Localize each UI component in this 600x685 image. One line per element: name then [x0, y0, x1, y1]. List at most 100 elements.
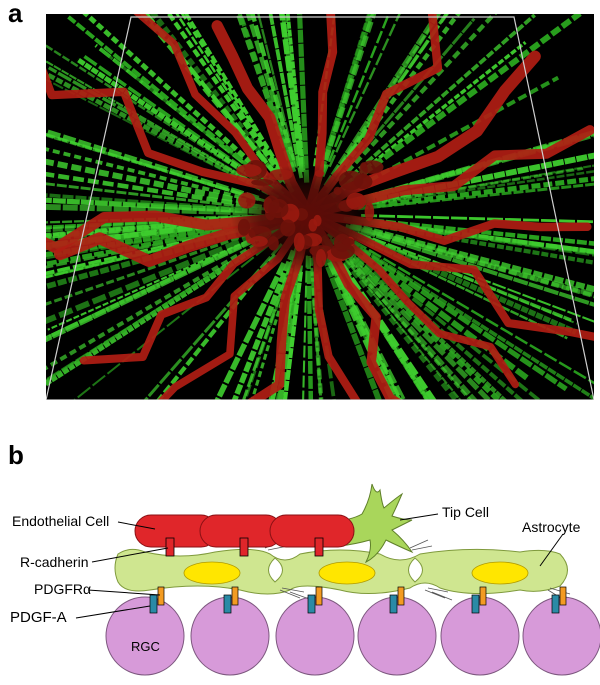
green-fiber: [46, 182, 270, 211]
label-tip-cell: Tip Cell: [442, 504, 489, 520]
vessel-clumps: [236, 160, 384, 268]
pdgfa-ligands: [149, 594, 560, 614]
vessel-clump: [237, 218, 251, 236]
panel-a-letter: a: [8, 0, 23, 28]
vessel-clump: [280, 219, 296, 237]
vessel-clump: [268, 169, 293, 181]
green-fiber: [357, 231, 594, 323]
label-pdgfa: PDGF-A: [10, 609, 67, 626]
rgc-cell: [522, 596, 600, 676]
green-fiber: [328, 14, 401, 168]
rgc-cell: [440, 596, 520, 676]
green-fiber: [184, 14, 291, 184]
label-astrocyte: Astrocyte: [522, 519, 581, 535]
green-fiber: [47, 230, 270, 331]
green-fiber: [330, 14, 582, 199]
astrocyte-nucleus: [471, 561, 529, 585]
label-r-cadherin: R-cadherin: [20, 554, 88, 570]
green-fiber: [46, 232, 257, 324]
green-fiber: [357, 75, 560, 189]
endothelial-cells: [134, 514, 355, 548]
green-fiber: [285, 14, 306, 173]
green-fiber: [166, 14, 295, 194]
rgc-cell: [105, 596, 185, 676]
label-endothelial-cell: Endothelial Cell: [12, 513, 109, 529]
green-fiber: [337, 14, 498, 182]
green-fiber: [72, 232, 285, 400]
pdgfra-receptors: [157, 586, 567, 606]
green-fiber: [338, 231, 594, 385]
green-fiber: [46, 71, 270, 196]
green-fiber: [344, 258, 462, 400]
green-fiber: [46, 171, 263, 210]
green-fiber: [276, 264, 304, 400]
green-fiber: [338, 248, 478, 400]
endothelial-cell: [269, 514, 355, 548]
green-fiber: [335, 241, 503, 400]
green-fiber: [82, 14, 283, 192]
green-fiber: [257, 14, 298, 169]
panel-b-letter: b: [8, 440, 24, 470]
green-fiber: [241, 244, 299, 400]
green-fiber: [268, 14, 304, 179]
green-fiber: [313, 14, 375, 190]
astrocyte-nucleus: [183, 561, 241, 585]
volume-frame: [46, 16, 594, 400]
vessel-clump: [236, 164, 262, 177]
green-fiber: [361, 214, 594, 224]
green-fiber: [46, 197, 262, 215]
retina-fluorescence-image: [46, 14, 594, 400]
green-fiber: [306, 255, 314, 400]
green-fiber: [309, 257, 323, 400]
vessel-clump: [293, 232, 305, 252]
green-fiber: [282, 271, 303, 400]
green-fiber: [345, 223, 594, 307]
green-fiber: [47, 66, 280, 199]
green-fiber: [313, 14, 377, 190]
green-fiber: [46, 219, 270, 267]
astrocyte-nucleus: [318, 561, 376, 585]
green-fiber: [46, 133, 261, 202]
green-fiber: [348, 170, 594, 210]
rgc-cells: [105, 596, 600, 676]
green-fiber: [350, 14, 536, 177]
vessel-clump: [314, 169, 325, 177]
vessel-clump: [330, 242, 355, 259]
green-fiber: [370, 167, 584, 205]
green-fiber: [345, 237, 594, 400]
tip-cell: [329, 483, 414, 564]
vessel-clump: [313, 214, 322, 227]
cell-interaction-diagram: Endothelial Cell Tip Cell Astrocyte R-ca…: [10, 483, 600, 676]
green-fiber: [358, 182, 594, 211]
green-fiber: [46, 203, 248, 216]
green-fiber: [331, 265, 401, 400]
green-fiber: [349, 223, 594, 298]
leader-lines: [75, 513, 564, 619]
vessel-clump: [249, 235, 268, 247]
green-fiber: [345, 238, 568, 392]
vessel-clump: [341, 238, 355, 246]
green-fiber: [76, 57, 266, 187]
green-fiber: [335, 14, 449, 173]
vessel-clump: [251, 179, 274, 186]
vessel-clump: [346, 192, 367, 210]
green-fiber: [376, 176, 594, 209]
vessel-clump: [238, 192, 256, 209]
green-fiber: [46, 232, 250, 306]
green-fiber: [46, 193, 243, 212]
green-fiber: [46, 147, 242, 200]
label-rgc: RGC: [131, 639, 160, 654]
vessel-clump: [333, 186, 342, 196]
vessel-clump: [338, 170, 364, 191]
vessel-clump: [364, 202, 375, 222]
vessel-clump: [267, 236, 279, 251]
green-fiber: [46, 224, 283, 343]
green-fiber: [321, 14, 391, 178]
green-fiber: [297, 14, 310, 183]
label-pdgfra: PDGFRα: [34, 581, 91, 597]
vessel-clump: [359, 162, 368, 179]
green-fiber: [302, 255, 308, 400]
green-fiber: [214, 262, 287, 400]
green-fiber: [231, 249, 297, 400]
green-fiber: [46, 233, 277, 382]
